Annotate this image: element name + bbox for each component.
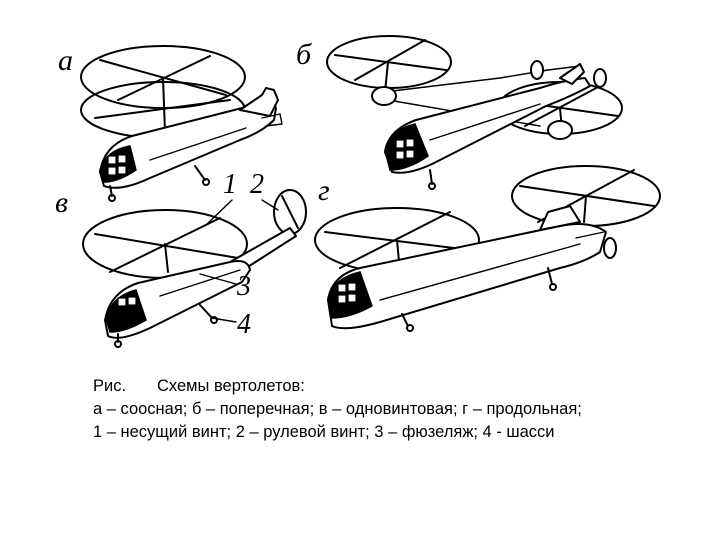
caption-scheme-types: а – соосная; б – поперечная; в – одновин…: [93, 398, 693, 421]
callout-3: 3: [236, 271, 251, 302]
caption-component-legend: 1 – несущий винт; 2 – рулевой винт; 3 – …: [93, 421, 693, 444]
callout-1: 1: [223, 169, 237, 200]
figure-caption: Рис.Схемы вертолетов: а – соосная; б – п…: [93, 375, 693, 444]
callout-4: 4: [237, 309, 251, 340]
callout-2: 2: [250, 169, 264, 200]
caption-prefix: Рис.: [93, 375, 157, 398]
caption-title: Схемы вертолетов:: [157, 377, 305, 395]
single-rotor-helicopter-drawing: [83, 190, 306, 347]
tandem-helicopter-drawing: [315, 166, 660, 331]
label-b: б: [296, 38, 312, 71]
caption-title-line: Рис.Схемы вертолетов:: [93, 375, 693, 398]
label-v: в: [55, 186, 68, 219]
label-a: а: [58, 44, 73, 77]
label-g: г: [318, 174, 330, 207]
